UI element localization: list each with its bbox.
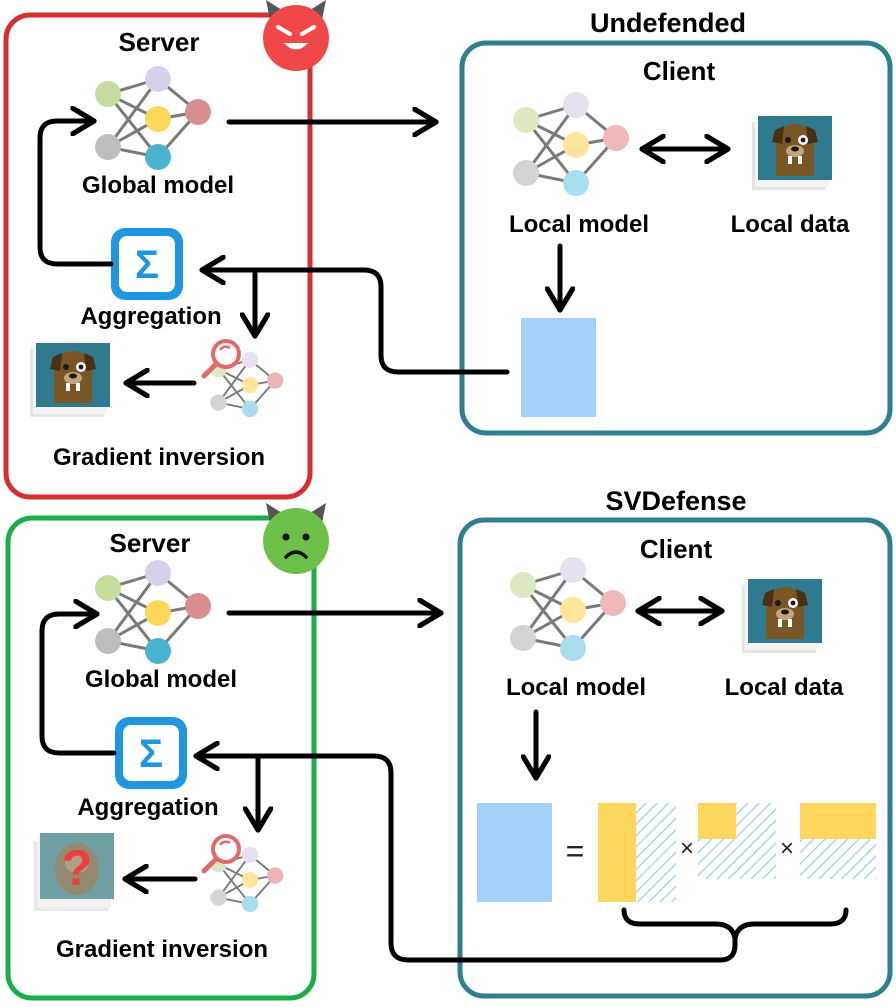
svdefense-section: SVDefense Server Global model Σ Aggregat… [5,486,893,1001]
upload-truncated-arrow [196,756,738,963]
local-data-dog-icon [752,116,832,190]
times-sign-1: × [680,835,694,862]
global-model-label: Global model [82,172,234,199]
blurred-image-question-mark-icon: ? [34,833,114,911]
local-data-label: Local data [725,674,844,701]
local-data-label: Local data [731,211,850,238]
gradient-update-block [521,318,596,417]
client-title: Client [640,534,713,564]
server-title: Server [119,27,200,57]
gradient-update-block [477,803,552,902]
section-title: Undefended [590,8,746,38]
sigma-symbol: Σ [135,243,159,287]
gradient-inversion-label: Gradient inversion [53,444,265,471]
update-global-arrow [39,614,117,756]
global-model-network-icon [95,66,211,170]
reconstructed-dog-image-icon [30,343,110,417]
local-model-label: Local model [509,211,649,238]
aggregation-sigma-icon: Σ [111,228,183,300]
times-sign-2: × [780,835,794,862]
local-model-network-icon [513,92,629,196]
global-model-label: Global model [85,666,237,693]
equals-sign: = [566,833,585,869]
client-box [459,40,893,436]
local-model-network-icon [510,557,626,661]
server-box [3,12,313,500]
bottom-arrows [39,611,849,963]
matrix-sigma-factor [698,803,776,879]
upload-gradient-arrow [202,270,510,375]
local-model-label: Local model [506,674,646,701]
client-box [457,517,893,999]
sigma-symbol: Σ [139,732,163,776]
gradient-inversion-label: Gradient inversion [56,936,268,963]
matrix-v-factor [800,803,876,879]
sad-devil-face-icon [263,503,329,574]
client-title: Client [643,56,716,86]
aggregation-sigma-icon: Σ [115,717,187,789]
section-title: SVDefense [605,486,746,516]
aggregation-label: Aggregation [77,794,218,821]
question-mark: ? [62,840,93,896]
matrix-u-factor [598,803,676,902]
aggregation-label: Aggregation [80,303,221,330]
truncated-factors-brace [621,907,849,941]
server-title: Server [110,528,191,558]
top-arrows [37,121,728,383]
angry-devil-face-icon [263,0,329,71]
local-data-dog-icon [742,579,822,653]
undefended-section: Undefended Server Global model Σ Aggreg [3,0,893,500]
global-model-network-icon [95,560,211,664]
update-global-arrow [37,121,114,267]
